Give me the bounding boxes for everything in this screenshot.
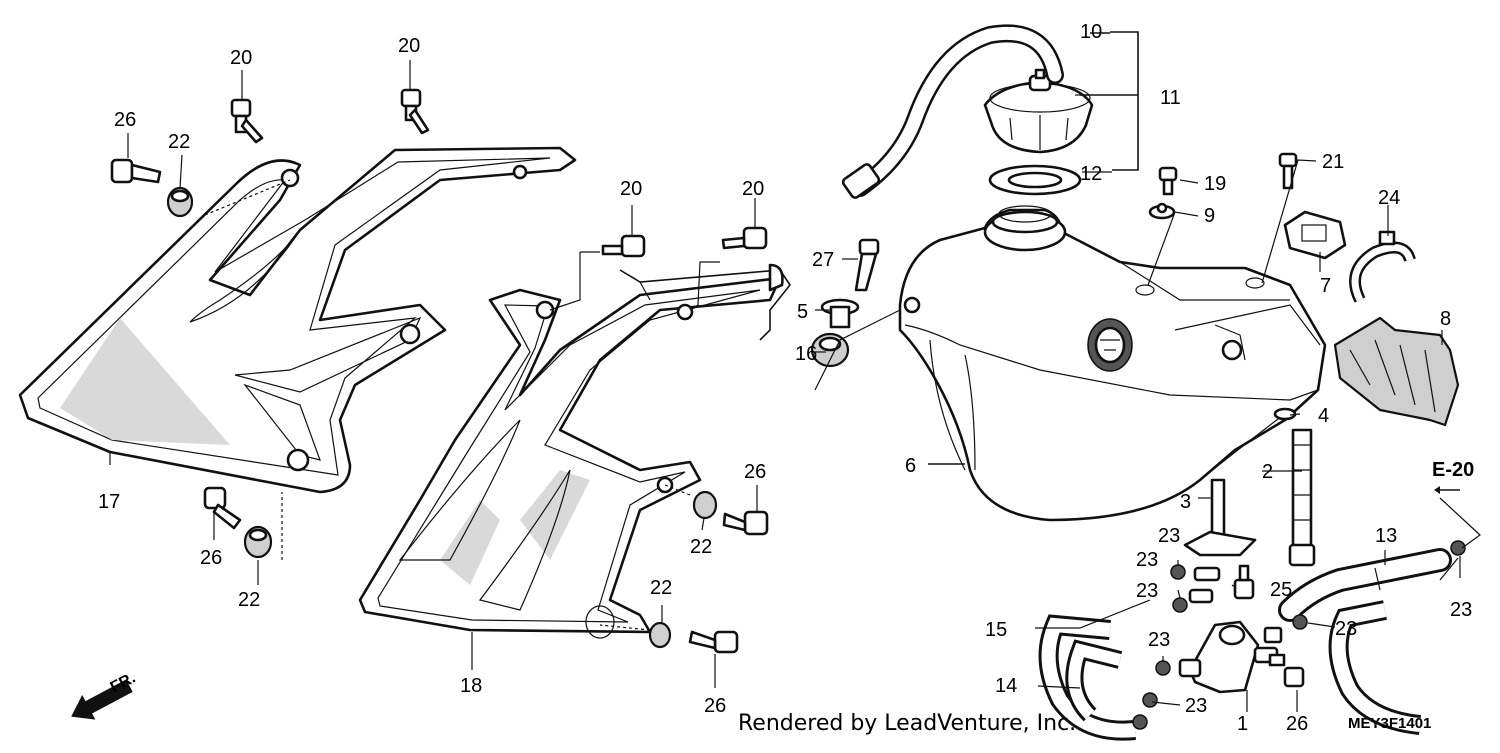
- bolt-27: [854, 238, 880, 292]
- render-credit: Rendered by LeadVenture, Inc.: [738, 711, 1076, 736]
- callout-23: 23: [1450, 599, 1472, 621]
- callout-15: 15: [985, 619, 1007, 641]
- breather-tube: [841, 24, 1064, 199]
- heat-guard-8: [1333, 316, 1460, 427]
- callout-11: 11: [1160, 87, 1181, 109]
- callout-4: 4: [1318, 405, 1329, 427]
- callout-2: 2: [1262, 461, 1273, 483]
- fuel-tube-13: [1278, 548, 1452, 622]
- callout-23: 23: [1185, 695, 1207, 717]
- callout-13: 13: [1375, 525, 1397, 547]
- callout-1: 1: [1237, 713, 1248, 735]
- valve-pipe-3: [1183, 478, 1257, 557]
- band-24: [1349, 230, 1416, 303]
- fuel-strainer-2: [1288, 428, 1316, 567]
- callout-22: 22: [238, 589, 260, 611]
- bolt-19: [1158, 166, 1178, 196]
- callout-20: 20: [230, 47, 252, 69]
- collar-22: [166, 186, 718, 649]
- callout-19: 19: [1204, 173, 1226, 195]
- bolt-21: [1278, 152, 1298, 190]
- callout-25: 25: [1270, 579, 1292, 601]
- callout-14: 14: [995, 675, 1017, 697]
- callout-18: 18: [460, 675, 482, 697]
- drain-tube-15: [1328, 600, 1422, 735]
- callout-22: 22: [168, 131, 190, 153]
- callout-23: 23: [1335, 618, 1357, 640]
- callout-22: 22: [690, 536, 712, 558]
- leader-lines: [109, 31, 1481, 712]
- callout-12: 12: [1080, 163, 1102, 185]
- section-reference-arrowhead: [1434, 486, 1440, 494]
- shroud-right: [358, 263, 791, 639]
- callout-20: 20: [742, 178, 764, 200]
- callout-23: 23: [1148, 629, 1170, 651]
- fuel-cap: [983, 68, 1094, 154]
- callout-27: 27: [812, 249, 834, 271]
- cap-gasket: [988, 164, 1082, 196]
- callout-21: 21: [1322, 151, 1344, 173]
- callout-26: 26: [200, 547, 222, 569]
- fuel-tank: [898, 205, 1327, 522]
- callout-10: 10: [1080, 21, 1102, 43]
- collar-5: [820, 298, 860, 329]
- washer-4: [1273, 407, 1297, 421]
- callout-16: 16: [795, 343, 817, 365]
- clip-23: [1132, 540, 1466, 730]
- callout-20: 20: [620, 178, 642, 200]
- callout-17: 17: [98, 491, 120, 513]
- callout-6: 6: [905, 455, 916, 477]
- bolt-26: [110, 158, 1305, 688]
- drain-tube-14: [1038, 614, 1136, 741]
- washer-9: [1148, 202, 1176, 220]
- callout-labels: 1 2 3 4 5 6 7 8 9 10 11 12 13 14 15 16 1…: [98, 21, 1472, 735]
- callout-7: 7: [1320, 275, 1331, 297]
- callout-9: 9: [1204, 205, 1215, 227]
- callout-3: 3: [1180, 491, 1191, 513]
- callout-26: 26: [114, 109, 136, 131]
- diagram-code: MEY3F1401: [1348, 715, 1431, 732]
- callout-23: 23: [1136, 549, 1158, 571]
- callout-26: 26: [1286, 713, 1308, 735]
- callout-26: 26: [704, 695, 726, 717]
- callout-23: 23: [1136, 580, 1158, 602]
- callout-5: 5: [797, 301, 808, 323]
- front-direction-arrow-icon: [71, 679, 133, 720]
- fuel-valve-1: [1178, 620, 1279, 694]
- bolt-25: [1233, 564, 1255, 600]
- callout-23: 23: [1158, 525, 1180, 547]
- callout-20: 20: [398, 35, 420, 57]
- shroud-left: [18, 146, 577, 494]
- callout-24: 24: [1378, 187, 1400, 209]
- callout-8: 8: [1440, 308, 1451, 330]
- section-reference-e20: E-20: [1432, 459, 1474, 481]
- bracket-7: [1283, 210, 1347, 260]
- callout-26: 26: [744, 461, 766, 483]
- callout-22: 22: [650, 577, 672, 599]
